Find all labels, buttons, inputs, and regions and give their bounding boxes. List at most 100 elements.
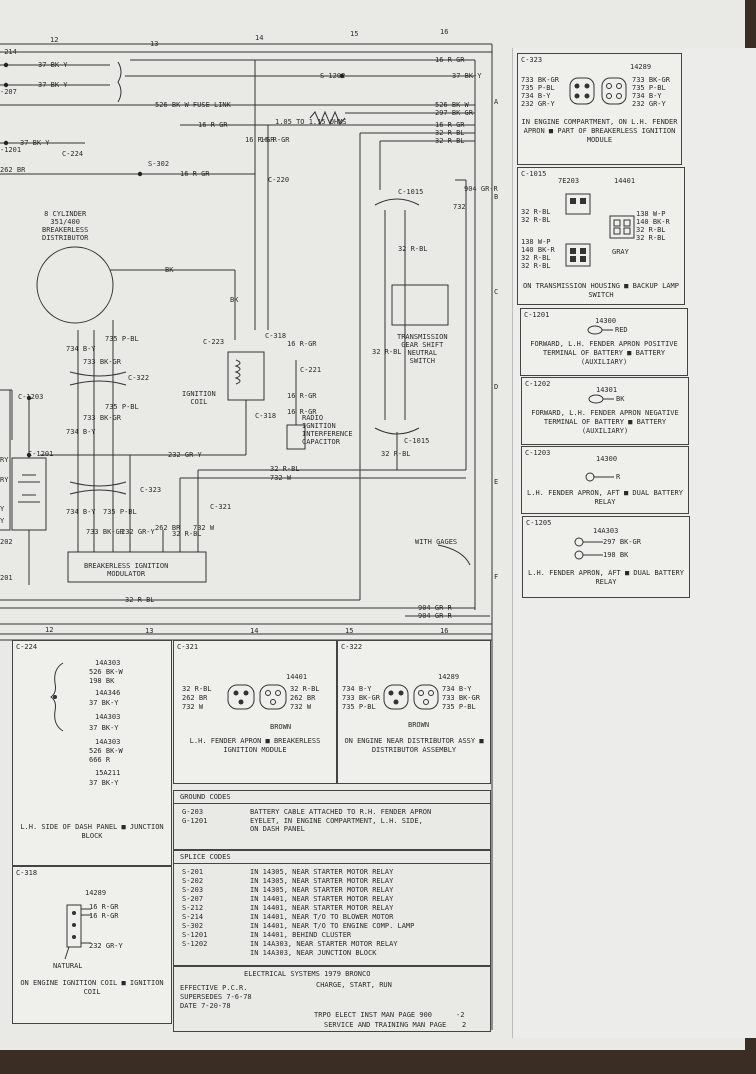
column-number: 15 [350, 30, 359, 38]
connector-c1205: C-1205 14A303 297 BK-GR 198 BK L.H. FEND… [522, 516, 690, 598]
row-letter: E [494, 478, 499, 486]
edge-label: Y [0, 505, 5, 513]
wire-label: 232 GR-Y [168, 451, 202, 459]
row-letter: F [494, 573, 499, 581]
wire-label: 16 R-GR [287, 408, 317, 416]
wire-label: 16 R-GR [198, 121, 228, 129]
connector-c321: C-321 14401 32 R-BL 262 BR 732 W 32 R-BL… [173, 640, 337, 784]
connector-label: C-221 [300, 366, 322, 374]
splice-text: IN 14305, NEAR STARTER MOTOR RELAY [250, 868, 394, 876]
reference-number: -2 [456, 1011, 465, 1019]
splice-label: S-302 [148, 160, 170, 168]
wire-label: 32 R-BL [398, 245, 428, 253]
part-number: 14A303 [95, 713, 121, 721]
edge-label: -207 [0, 88, 17, 96]
wire-label: 297 BK-GR [603, 538, 641, 546]
splice-code: S-203 [182, 886, 204, 894]
row-letter: B [494, 193, 499, 201]
wire-label: 526 BK-W FUSE LINK [155, 101, 231, 109]
connector-c1015: C-1015 7E203 14401 32 R-BL 32 R-BL 138 W… [517, 167, 685, 305]
column-number: 15 [345, 627, 354, 635]
splice-text: IN 14A303, NEAR JUNCTION BLOCK [250, 949, 377, 957]
wire-label: 32 R-BL [435, 129, 465, 137]
module-label: BREAKERLESS IGNITION MODULATOR [84, 562, 169, 578]
column-number: 16 [440, 28, 449, 36]
edge-label: 201 [0, 574, 13, 582]
wire-label: 16 R-GR [180, 170, 210, 178]
connector-c318: C-318 14289 16 R-GR 16 R-GR 232 GR-Y NAT… [12, 866, 172, 1024]
part-number: 14289 [630, 63, 652, 71]
row-letter: D [494, 383, 499, 391]
row-letter: A [494, 98, 499, 106]
color-label: NATURAL [53, 962, 83, 970]
splice-text: IN 14401, NEAR T/O TO BLOWER MOTOR [250, 913, 394, 921]
connector-c1201: C-1201 14300 RED FORWARD, L.H. FENDER AP… [520, 308, 688, 376]
wire-label: 733 BK-GR [83, 358, 121, 366]
coil-connector-icon [64, 904, 91, 960]
wire-label: 37 BK-Y [20, 139, 50, 147]
connector-description: FORWARD, L.H. FENDER APRON NEGATIVE TERM… [531, 409, 679, 435]
edge-label: 202 [0, 538, 13, 546]
date-label: DATE 7-20-78 [180, 1002, 231, 1010]
connector-description: L.H. FENDER APRON, AFT ■ DUAL BATTERY RE… [527, 489, 683, 506]
splice-text: IN 14305, NEAR STARTER MOTOR RELAY [250, 886, 394, 894]
wire-label: 526 BK-W [435, 101, 469, 109]
pin-label: 37 BK-Y [89, 779, 119, 787]
part-number: 14300 [595, 317, 617, 325]
reference-number: 2 [462, 1021, 467, 1029]
pin-list: 32 R-BL 32 R-BL [521, 208, 551, 224]
splice-code: S-201 [182, 868, 204, 876]
wire-label: 16 R-GR [287, 392, 317, 400]
wire-label: 904 GR-R [464, 185, 498, 193]
column-number: 13 [145, 627, 154, 635]
part-number: 14301 [596, 386, 618, 394]
splice-code: S-1202 [182, 940, 208, 948]
column-number: 16 [440, 627, 449, 635]
wire-label: 16 R-GR [287, 340, 317, 348]
wire-label: 733 BK-GR [86, 528, 124, 536]
wire-label: 37 BK-Y [38, 61, 68, 69]
part-number: 14401 [286, 673, 308, 681]
connector-description: L.H. SIDE OF DASH PANEL ■ JUNCTION BLOCK [20, 823, 164, 840]
connector-id: C-321 [177, 643, 199, 651]
part-number: 14A346 [95, 689, 121, 697]
wire-label: 734 B-Y [66, 428, 96, 436]
edge-label: 262 BR [0, 166, 26, 174]
splice-text: IN 14401, NEAR STARTER MOTOR RELAY [250, 895, 394, 903]
connector-label: C-323 [140, 486, 162, 494]
connector-description: L.H. FENDER APRON, AFT ■ DUAL BATTERY RE… [528, 569, 684, 586]
pin-list: 138 W-P 140 BK-R 32 R-BL 32 R-BL [521, 238, 555, 270]
pin-label: 526 BK-W [89, 668, 123, 676]
connector-label: C-318 [265, 332, 287, 340]
connector-icon [569, 77, 627, 105]
ground-code: G-203 [182, 808, 204, 816]
ground-code: G-1201 [182, 817, 208, 825]
wire-label: 16 R-GR [245, 136, 275, 144]
edge-label: RY [0, 456, 9, 464]
pin-label: 526 BK-W [89, 747, 123, 755]
connector-icon [383, 684, 439, 710]
ground-text: EYELET, IN ENGINE COMPARTMENT, L.H. SIDE… [250, 817, 423, 833]
splice-text: IN 14401, NEAR T/O TO ENGINE COMP. LAMP [250, 922, 415, 930]
connector-id: C-1202 [525, 380, 551, 388]
terminal-icon [574, 537, 603, 560]
connector-id: C-1205 [526, 519, 552, 527]
wire-label: 733 BK-GR [83, 414, 121, 422]
splice-code: S-1201 [182, 931, 208, 939]
wire-label: BK [165, 266, 174, 274]
connector-label: C-220 [268, 176, 290, 184]
wire-label: 32 R-BL [172, 530, 202, 538]
edge-label: RY [0, 476, 9, 484]
part-number: 7E203 [558, 177, 580, 185]
edge-label: -1201 [0, 146, 22, 154]
pin-list: 733 BK-GR 735 P-BL 734 B-Y 232 GR-Y [521, 76, 559, 108]
column-number: 14 [250, 627, 259, 635]
capacitor-label: RADIO IGNITION INTERFERENCE CAPACITOR [302, 414, 353, 446]
pin-list: 733 BK-GR 735 P-BL 734 B-Y 232 GR-Y [632, 76, 670, 108]
pin-label: 666 R [89, 756, 111, 764]
part-number: 15A211 [95, 769, 121, 777]
column-number: 12 [45, 626, 54, 634]
wire-label: 37 BK-Y [38, 81, 68, 89]
column-number: 12 [50, 36, 59, 44]
wire-label: 232 GR-Y [121, 528, 155, 536]
